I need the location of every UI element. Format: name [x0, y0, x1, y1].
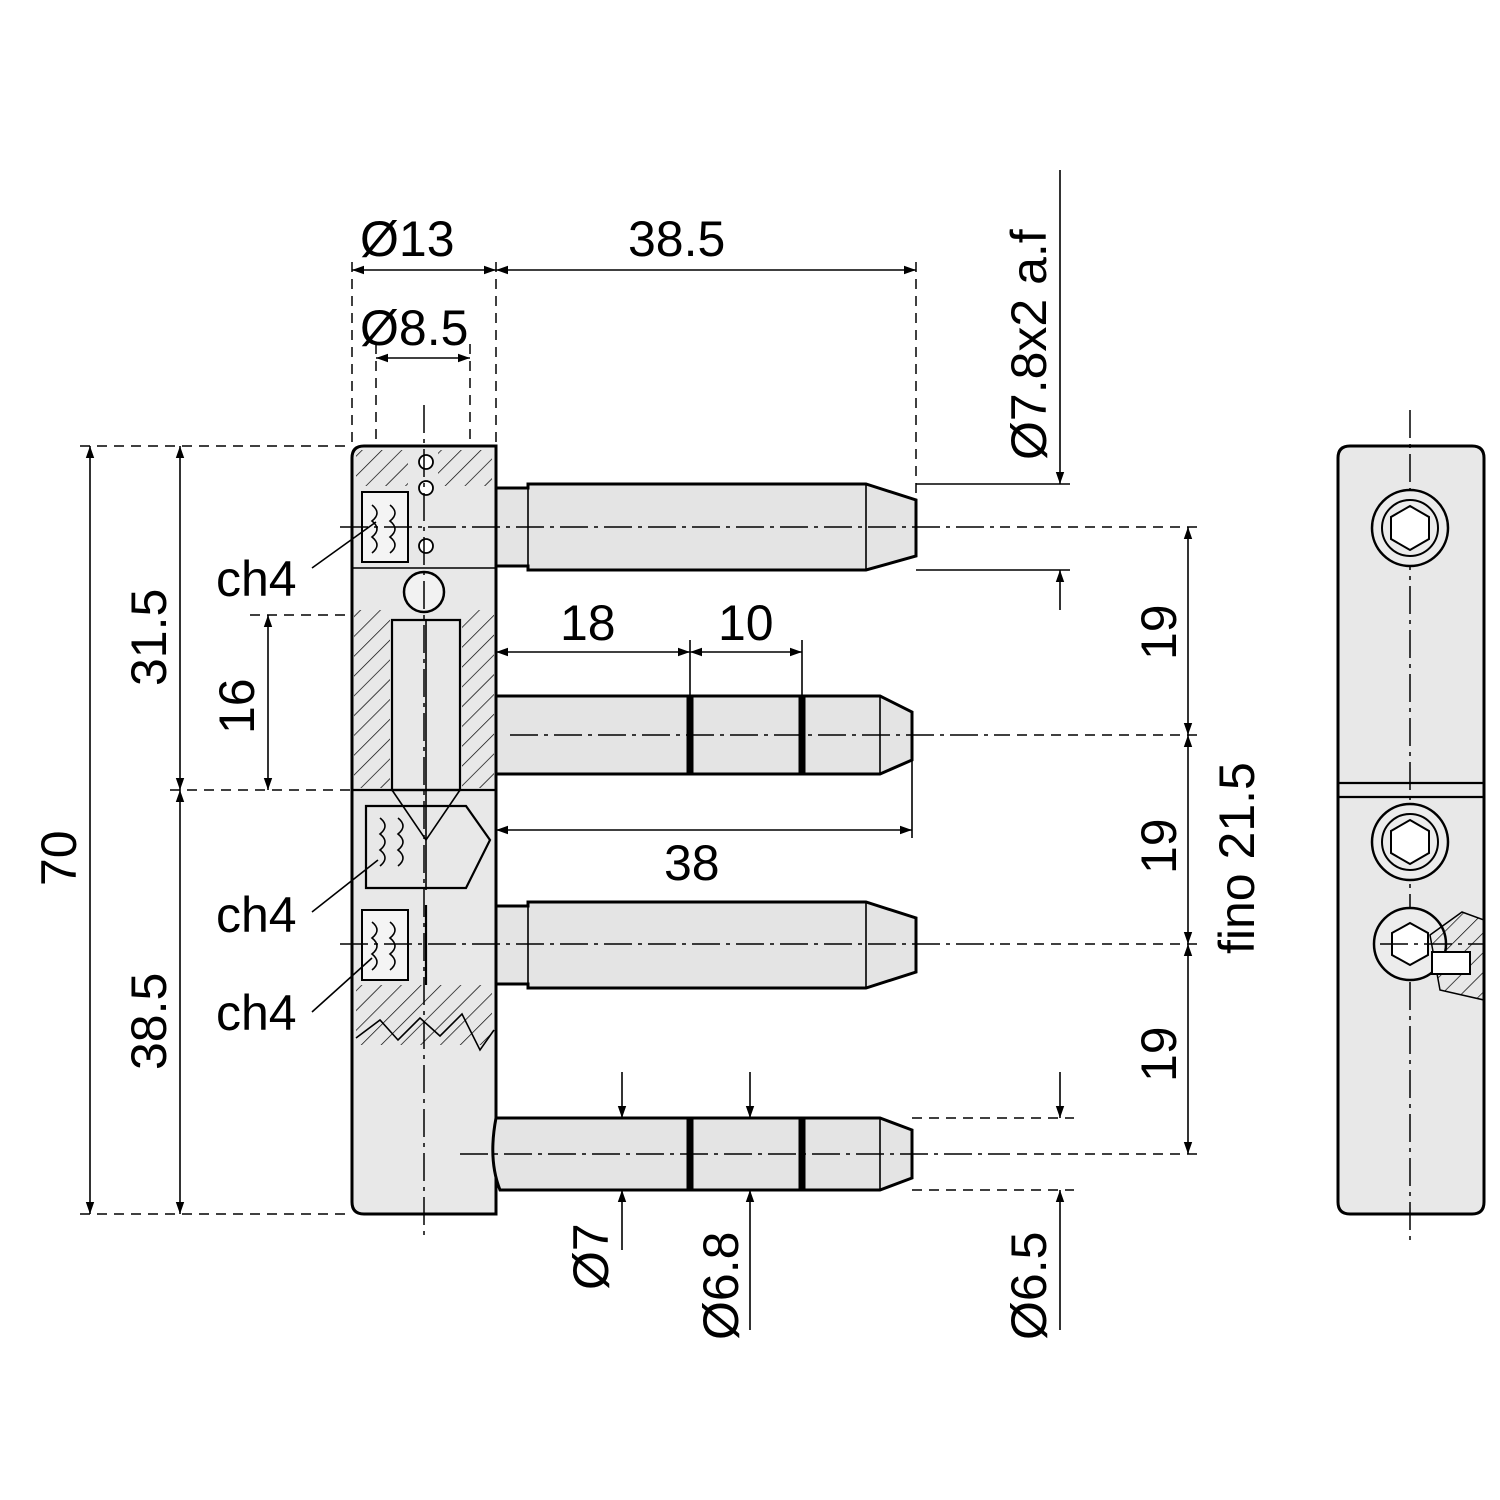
- label-spacing-2: 19: [1131, 818, 1187, 874]
- label-lower-height: 38.5: [121, 973, 177, 1070]
- label-pin2-total: 38: [664, 835, 720, 891]
- label-bottom-dia-2: Ø6.8: [693, 1232, 749, 1340]
- pin-bottom: [460, 1116, 1000, 1192]
- label-adjust-range: fino 21.5: [1209, 762, 1265, 954]
- pin-second: [494, 694, 1000, 776]
- label-bottom-dia-3: Ø6.5: [1001, 1232, 1057, 1340]
- label-total-height: 70: [31, 830, 87, 886]
- hinge-side-view: [1336, 410, 1486, 1240]
- label-top-diameter-outer: Ø13: [360, 211, 455, 267]
- label-top-length: 38.5: [628, 211, 725, 267]
- hinge-body: [350, 405, 498, 1240]
- label-spacing-1: 19: [1131, 604, 1187, 660]
- pin-top: [340, 482, 1000, 572]
- label-top-pin-diameter: Ø7.8x2 a.f: [1001, 229, 1057, 460]
- label-bottom-dia-1: Ø7: [563, 1223, 619, 1290]
- label-hex-key-3: ch4: [216, 985, 297, 1041]
- label-pin2-seg2: 10: [718, 595, 774, 651]
- label-sleeve-length: 16: [209, 678, 265, 734]
- pin-third: [340, 900, 1000, 990]
- label-upper-height: 31.5: [121, 589, 177, 686]
- label-top-diameter-inner: Ø8.5: [360, 300, 468, 356]
- label-hex-key-1: ch4: [216, 551, 297, 607]
- label-hex-key-2: ch4: [216, 887, 297, 943]
- dimension-labels: Ø13 38.5 Ø8.5 Ø7.8x2 a.f 70 31.5 38.5 16…: [31, 211, 1265, 1340]
- dimension-lines: [80, 170, 1200, 1330]
- label-pin2-seg1: 18: [560, 595, 616, 651]
- label-spacing-3: 19: [1131, 1026, 1187, 1082]
